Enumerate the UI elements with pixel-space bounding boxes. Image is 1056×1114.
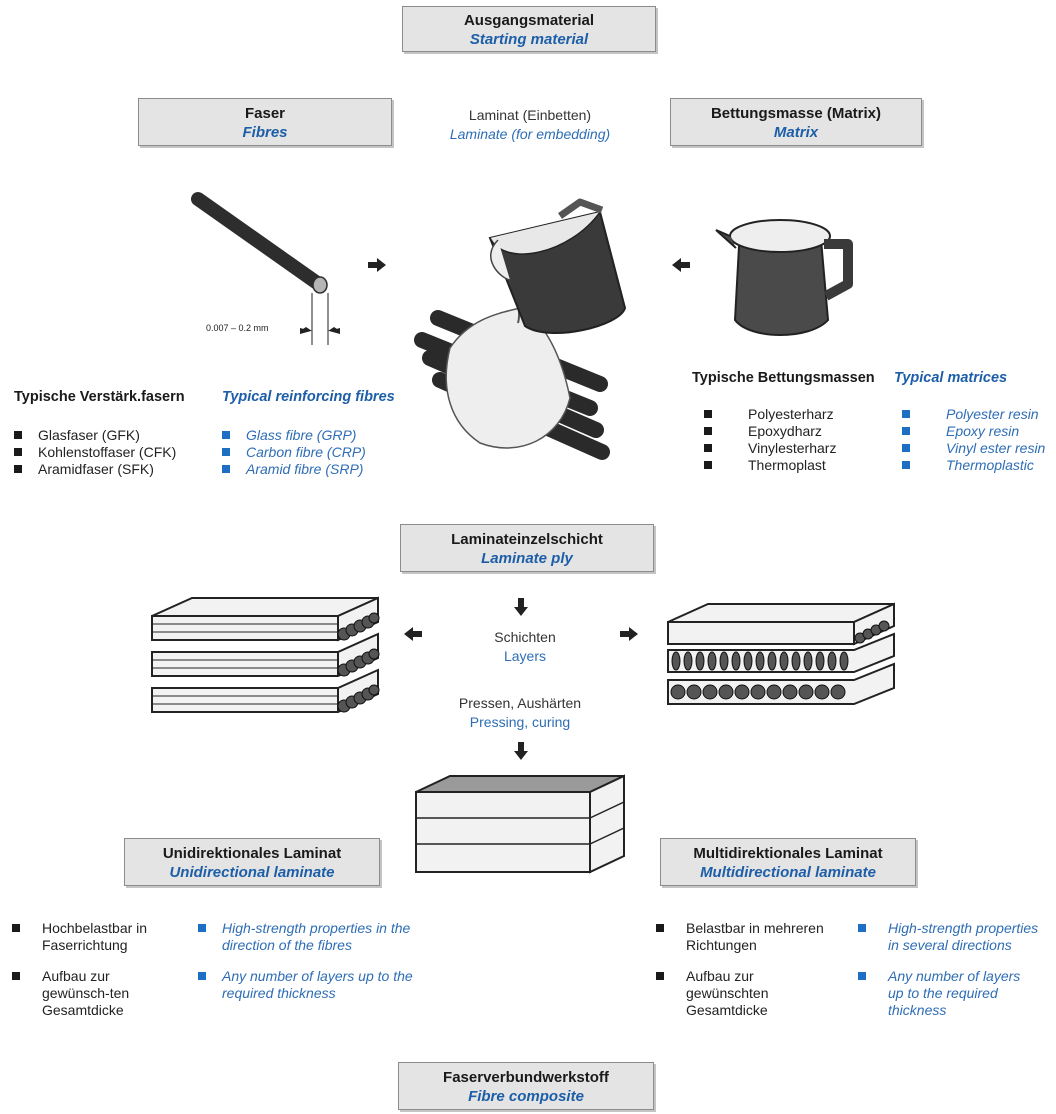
matrix-item-en: Vinyl ester resin bbox=[946, 440, 1046, 456]
list-item: Vinylesterharz bbox=[704, 440, 874, 457]
fibre-dimension-label: 0.007 – 0.2 mm bbox=[206, 323, 269, 333]
fibre-item-de: Aramidfaser (SFK) bbox=[38, 461, 154, 477]
arrow-icon bbox=[620, 627, 638, 641]
pressing-de: Pressen, Aushärten bbox=[458, 695, 582, 711]
layers-label: Schichten Layers bbox=[440, 628, 610, 666]
laminate-block-icon bbox=[415, 774, 625, 874]
matrices-heading-en: Typical matrices bbox=[894, 370, 1008, 386]
list-item: Any number of layers up to the required … bbox=[858, 968, 1028, 1019]
unidirectional-props-en: High-strength properties in the directio… bbox=[198, 920, 418, 1002]
matrix-en: Matrix bbox=[773, 124, 819, 141]
arrow-icon bbox=[514, 742, 528, 760]
arrow-icon bbox=[672, 258, 690, 272]
unidirectional-props-de: Hochbelastbar in Faserrichtung Aufbau zu… bbox=[12, 920, 192, 1019]
fibres-list-en: Glass fibre (GRP) Carbon fibre (CRP) Ara… bbox=[222, 427, 402, 478]
laminate-ply-en: Laminate ply bbox=[481, 550, 573, 567]
uni-prop-en: Any number of layers up to the required … bbox=[222, 968, 413, 1001]
unidirectional-box: Unidirektionales Laminat Unidirectional … bbox=[124, 838, 380, 886]
matrix-item-en: Polyester resin bbox=[946, 406, 1039, 422]
matrix-de: Bettungsmasse (Matrix) bbox=[710, 105, 882, 122]
arrow-icon bbox=[404, 627, 422, 641]
list-item: Belastbar in mehreren Richtungen bbox=[656, 920, 826, 954]
fibre-composite-de: Faserverbundwerkstoff bbox=[443, 1069, 609, 1086]
laminate-embedding-en: Laminate (for embedding) bbox=[449, 126, 611, 142]
list-item: Hochbelastbar in Faserrichtung bbox=[12, 920, 192, 954]
laminate-ply-box: Laminateinzelschicht Laminate ply bbox=[400, 524, 654, 572]
fibre-en: Fibres bbox=[242, 124, 288, 141]
list-item: Thermoplast bbox=[704, 457, 874, 474]
matrices-list-de: Polyesterharz Epoxydharz Vinylesterharz … bbox=[704, 406, 874, 474]
fibres-heading-en: Typical reinforcing fibres bbox=[222, 389, 395, 405]
matrix-item-de: Vinylesterharz bbox=[748, 440, 837, 456]
matrix-item-de: Epoxydharz bbox=[748, 423, 822, 439]
starting-material-de: Ausgangsmaterial bbox=[463, 12, 595, 29]
matrix-jug-icon bbox=[715, 219, 853, 336]
list-item: Aramidfaser (SFK) bbox=[14, 461, 214, 478]
fibres-heading-de: Typische Verstärk.fasern bbox=[14, 389, 185, 405]
matrix-item-de: Thermoplast bbox=[748, 457, 826, 473]
unidirectional-en: Unidirectional laminate bbox=[169, 864, 335, 881]
list-item: Polyesterharz bbox=[704, 406, 874, 423]
list-item: Carbon fibre (CRP) bbox=[222, 444, 402, 461]
pressing-en: Pressing, curing bbox=[469, 714, 571, 730]
list-item: Any number of layers up to the required … bbox=[198, 968, 418, 1002]
fibre-de: Faser bbox=[244, 105, 286, 122]
list-item: Aufbau zur gewünsch-ten Gesamtdicke bbox=[12, 968, 172, 1019]
fibre-item-en: Glass fibre (GRP) bbox=[246, 427, 357, 443]
list-item: Vinyl ester resin bbox=[902, 440, 1054, 457]
arrow-icon bbox=[514, 598, 528, 616]
multi-prop-en: High-strength properties in several dire… bbox=[888, 920, 1039, 953]
list-item: Thermoplastic bbox=[902, 457, 1054, 474]
fibre-rod-icon bbox=[191, 192, 340, 345]
list-item: Aufbau zur gewünschten Gesamtdicke bbox=[656, 968, 836, 1019]
uni-prop-de: Aufbau zur gewünsch-ten Gesamtdicke bbox=[42, 968, 130, 1018]
matrices-list-en: Polyester resin Epoxy resin Vinyl ester … bbox=[902, 406, 1054, 474]
matrices-heading-de: Typische Bettungsmassen bbox=[692, 370, 875, 386]
fibre-item-de: Glasfaser (GFK) bbox=[38, 427, 140, 443]
matrix-item-en: Epoxy resin bbox=[946, 423, 1020, 439]
unidirectional-de: Unidirektionales Laminat bbox=[162, 845, 342, 862]
multidirectional-props-de: Belastbar in mehreren Richtungen Aufbau … bbox=[656, 920, 856, 1019]
matrix-box: Bettungsmasse (Matrix) Matrix bbox=[670, 98, 922, 146]
fibre-item-de: Kohlenstoffaser (CFK) bbox=[38, 444, 177, 460]
pouring-jug-icon bbox=[414, 198, 627, 460]
matrix-item-en: Thermoplastic bbox=[946, 457, 1034, 473]
matrix-item-de: Polyesterharz bbox=[748, 406, 834, 422]
laminate-embedding-de: Laminat (Einbetten) bbox=[468, 107, 592, 123]
list-item: Kohlenstoffaser (CFK) bbox=[14, 444, 214, 461]
pressing-label: Pressen, Aushärten Pressing, curing bbox=[420, 694, 620, 732]
multidirectional-stack-icon bbox=[667, 602, 895, 705]
multi-prop-en: Any number of layers up to the required … bbox=[888, 968, 1021, 1018]
multidirectional-box: Multidirektionales Laminat Multidirectio… bbox=[660, 838, 916, 886]
starting-material-en: Starting material bbox=[469, 31, 589, 48]
list-item: Epoxy resin bbox=[902, 423, 1054, 440]
multi-prop-de: Aufbau zur gewünschten Gesamtdicke bbox=[686, 968, 769, 1018]
arrow-icon bbox=[368, 258, 386, 272]
list-item: Epoxydharz bbox=[704, 423, 874, 440]
multidirectional-en: Multidirectional laminate bbox=[700, 864, 876, 881]
list-item: Aramid fibre (SRP) bbox=[222, 461, 402, 478]
multi-prop-de: Belastbar in mehreren Richtungen bbox=[686, 920, 824, 953]
list-item: Polyester resin bbox=[902, 406, 1054, 423]
uni-prop-de: Hochbelastbar in Faserrichtung bbox=[42, 920, 148, 953]
starting-material-box: Ausgangsmaterial Starting material bbox=[402, 6, 656, 52]
unidirectional-stack-icon bbox=[151, 596, 380, 713]
fibres-list-de: Glasfaser (GFK) Kohlenstoffaser (CFK) Ar… bbox=[14, 427, 214, 478]
fibre-composite-box: Faserverbundwerkstoff Fibre composite bbox=[398, 1062, 654, 1110]
fibre-item-en: Carbon fibre (CRP) bbox=[246, 444, 366, 460]
laminate-ply-de: Laminateinzelschicht bbox=[451, 531, 603, 548]
uni-prop-en: High-strength properties in the directio… bbox=[222, 920, 411, 953]
fibre-composite-en: Fibre composite bbox=[468, 1088, 584, 1105]
laminate-embedding-label: Laminat (Einbetten) Laminate (for embedd… bbox=[420, 106, 640, 144]
list-item: High-strength properties in several dire… bbox=[858, 920, 1052, 954]
layers-de: Schichten bbox=[494, 629, 556, 645]
list-item: Glass fibre (GRP) bbox=[222, 427, 402, 444]
fibre-box: Faser Fibres bbox=[138, 98, 392, 146]
multidirectional-de: Multidirektionales Laminat bbox=[693, 845, 883, 862]
list-item: Glasfaser (GFK) bbox=[14, 427, 214, 444]
multidirectional-props-en: High-strength properties in several dire… bbox=[858, 920, 1052, 1019]
list-item: High-strength properties in the directio… bbox=[198, 920, 418, 954]
fibre-item-en: Aramid fibre (SRP) bbox=[246, 461, 364, 477]
layers-en: Layers bbox=[503, 648, 547, 664]
